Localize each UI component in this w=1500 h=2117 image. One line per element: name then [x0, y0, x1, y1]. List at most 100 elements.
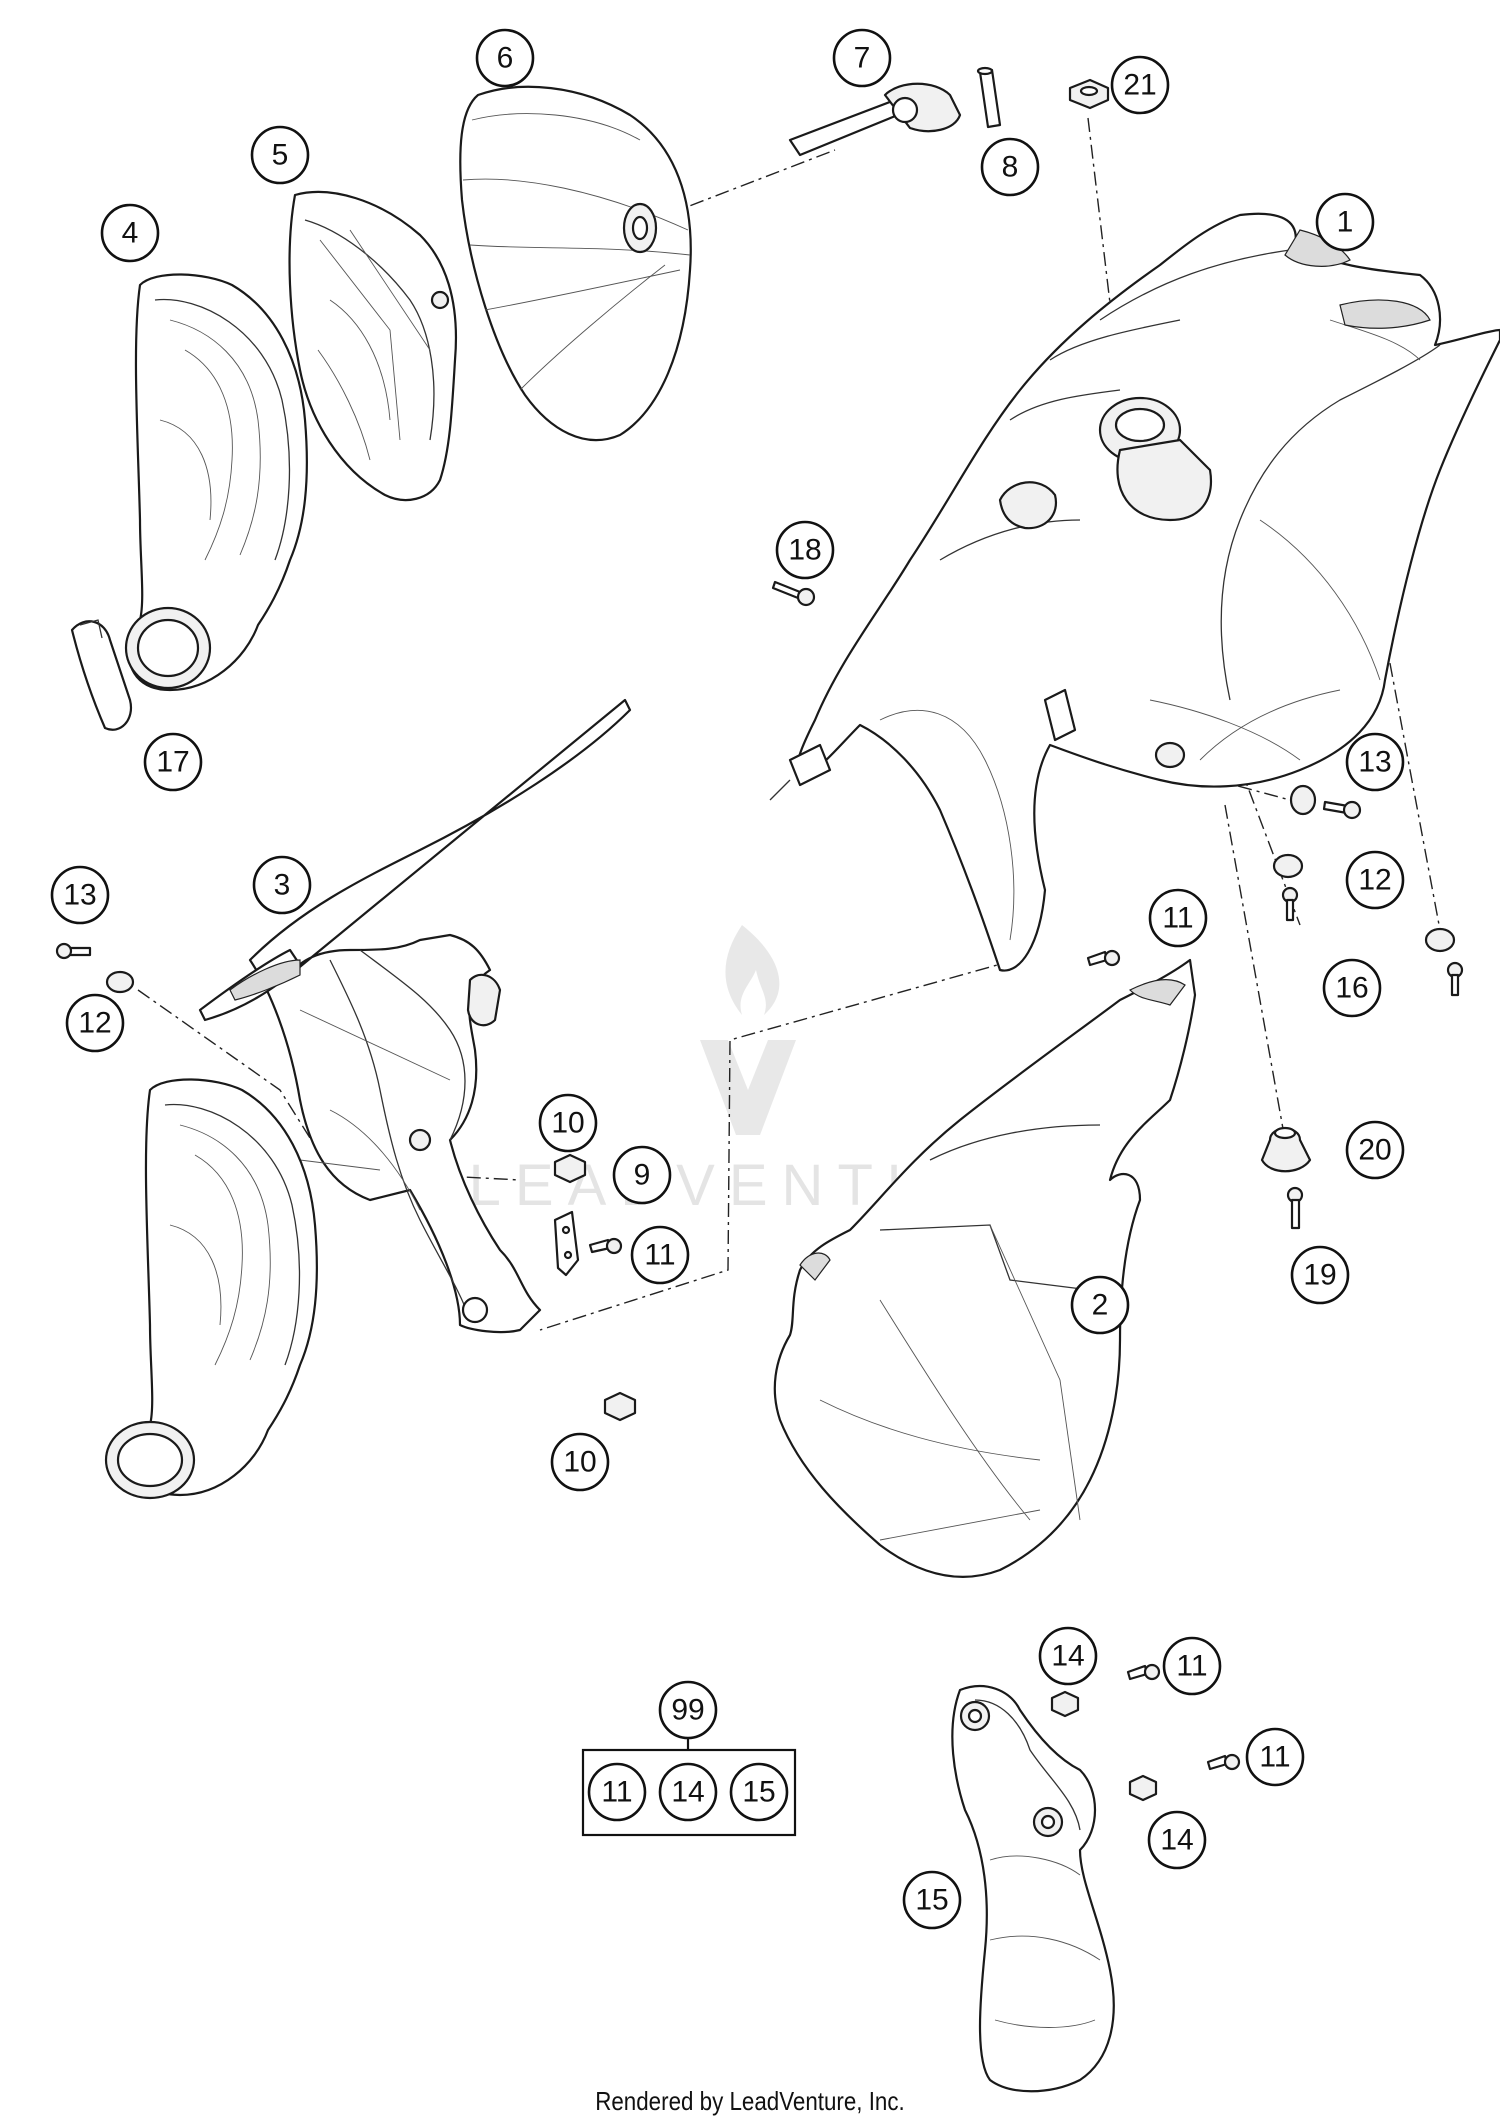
callout-label: 2 — [1092, 1289, 1109, 1322]
callout-circle — [1315, 192, 1375, 252]
callout-label: 8 — [1002, 151, 1019, 184]
callout-circle — [1162, 1636, 1222, 1696]
part-15-heat-shield — [951, 1685, 1115, 2093]
callout-5: 5 — [250, 125, 310, 185]
callout-label: 12 — [78, 1007, 111, 1040]
callout-circle — [1110, 55, 1170, 115]
callout-label: 1 — [1337, 206, 1354, 239]
callout-circle — [1345, 850, 1405, 910]
callout-7: 7 — [832, 28, 892, 88]
callout-label: 11 — [1259, 1741, 1290, 1774]
callout-label: 10 — [551, 1107, 584, 1140]
part-19-bolt — [1286, 1186, 1304, 1230]
callout-circle — [980, 137, 1040, 197]
watermark-v-icon — [700, 1040, 796, 1135]
callout-14: 14 — [1038, 1626, 1098, 1686]
part-11-screw — [588, 949, 1241, 1771]
callout-label: 18 — [788, 534, 821, 567]
callout-circle — [1148, 888, 1208, 948]
callout-circle — [65, 993, 125, 1053]
callout-circle — [475, 28, 535, 88]
callout-label: 5 — [272, 139, 289, 172]
part-4-airbox-boot — [124, 273, 308, 692]
part-13-bolt — [55, 800, 1362, 960]
part-20-grommet — [1260, 1126, 1312, 1173]
part-10-nut — [553, 1153, 637, 1422]
callout-label: 11 — [1162, 902, 1193, 935]
callout-11: 11 — [630, 1225, 690, 1285]
callout-label: 20 — [1358, 1134, 1391, 1167]
callout-label: 17 — [156, 746, 189, 779]
kit-item-11: 11 — [587, 1762, 647, 1822]
callout-15: 15 — [902, 1870, 962, 1930]
callout-label: 16 — [1335, 972, 1368, 1005]
kit-item-circle — [587, 1762, 647, 1822]
callout-label: 11 — [1176, 1650, 1207, 1683]
callout-label: 19 — [1303, 1259, 1336, 1292]
callout-11: 11 — [1245, 1727, 1305, 1787]
callout-circle — [1070, 1275, 1130, 1335]
part-17-clamp — [70, 619, 133, 731]
kit-item-15: 15 — [729, 1762, 789, 1822]
part-9-bracket — [553, 1210, 580, 1277]
callout-13: 13 — [50, 865, 110, 925]
callout-4: 4 — [100, 203, 160, 263]
part-12-washer — [105, 784, 1456, 994]
callout-circle — [1038, 1626, 1098, 1686]
callout-14: 14 — [1147, 1810, 1207, 1870]
part-14-nut — [1050, 1690, 1158, 1802]
callout-19: 19 — [1290, 1245, 1350, 1305]
callout-1: 1 — [1315, 192, 1375, 252]
callout-label: 3 — [274, 869, 291, 902]
callout-label: 9 — [634, 1159, 651, 1192]
callout-6: 6 — [475, 28, 535, 88]
callout-circle — [250, 125, 310, 185]
callout-circle — [612, 1145, 672, 1205]
callout-3: 3 — [252, 855, 312, 915]
callout-8: 8 — [980, 137, 1040, 197]
callout-label: 15 — [915, 1884, 948, 1917]
callout-circle — [1290, 1245, 1350, 1305]
kit-item-circle — [729, 1762, 789, 1822]
watermark-flame-icon — [725, 925, 780, 1015]
callout-circle — [538, 1093, 598, 1153]
callout-11: 11 — [1162, 1636, 1222, 1696]
part-2-side-cover — [773, 958, 1197, 1578]
callout-circle — [50, 865, 110, 925]
callout-label: 7 — [854, 42, 871, 75]
kit-item-label: 15 — [742, 1776, 775, 1809]
kit-item-label: 11 — [601, 1776, 632, 1809]
callout-label: 12 — [1358, 864, 1391, 897]
callout-label: 11 — [644, 1239, 675, 1272]
callout-label: 10 — [563, 1446, 596, 1479]
part-7-filter-holder — [788, 82, 962, 157]
callout-circle — [1345, 1120, 1405, 1180]
kit-item-circle — [658, 1762, 718, 1822]
callout-circle — [832, 28, 892, 88]
rendered-by-credit: Rendered by LeadVenture, Inc. — [595, 2086, 905, 2116]
callout-label: 6 — [497, 42, 514, 75]
callout-label: 13 — [1358, 746, 1391, 779]
callout-label: 99 — [671, 1694, 704, 1727]
callout-21: 21 — [1110, 55, 1170, 115]
callout-12: 12 — [1345, 850, 1405, 910]
callout-10: 10 — [550, 1432, 610, 1492]
callout-label: 13 — [63, 879, 96, 912]
part-8-pin — [976, 66, 1002, 129]
kit-item-label: 14 — [671, 1776, 704, 1809]
callout-16: 16 — [1322, 958, 1382, 1018]
callout-20: 20 — [1345, 1120, 1405, 1180]
callout-12: 12 — [65, 993, 125, 1053]
callout-circle — [658, 1680, 718, 1740]
callout-13: 13 — [1345, 732, 1405, 792]
callout-circle — [550, 1432, 610, 1492]
callout-circle — [902, 1870, 962, 1930]
callout-circle — [143, 732, 203, 792]
callout-2: 2 — [1070, 1275, 1130, 1335]
callout-circle — [252, 855, 312, 915]
callout-circle — [1322, 958, 1382, 1018]
part-1-fuel-tank — [769, 212, 1500, 972]
callout-circle — [630, 1225, 690, 1285]
callout-circle — [1147, 1810, 1207, 1870]
